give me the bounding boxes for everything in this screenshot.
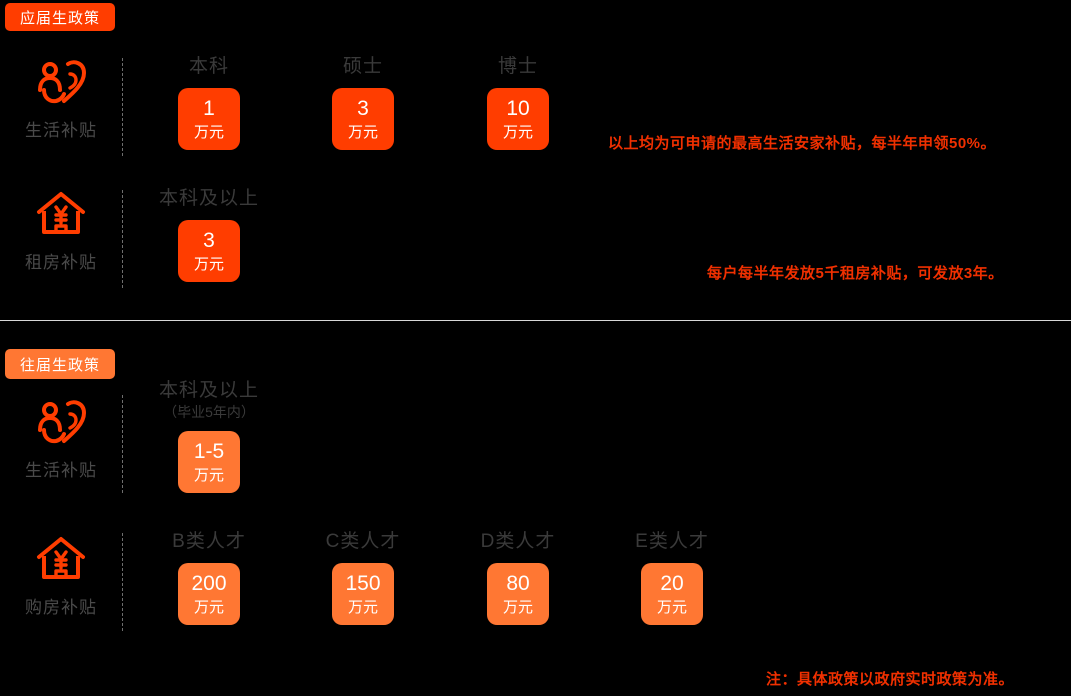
column-heading: 本科及以上 <box>158 188 259 209</box>
value-column-master: 硕士 3 万元 <box>332 56 394 150</box>
category-label: 生活补贴 <box>25 121 97 140</box>
amount-card: 80 万元 <box>487 562 549 625</box>
note-rent-subsidy: 每户每半年发放5千租房补贴，可发放3年。 <box>707 265 1004 282</box>
note-life-subsidy: 以上均为可申请的最高生活安家补贴，每半年申领50%。 <box>608 135 997 152</box>
amount-unit: 万元 <box>193 598 224 616</box>
amount-card: 150 万元 <box>332 562 394 625</box>
amount-value: 1-5 <box>193 439 225 463</box>
amount-value: 1 <box>203 96 215 120</box>
category-label: 生活补贴 <box>25 461 97 480</box>
section-badge-fresh-graduate: 应届生政策 <box>5 3 115 31</box>
amount-value: 20 <box>660 571 684 595</box>
row-divider-dashed <box>122 395 123 493</box>
value-column-doctor: 博士 10 万元 <box>487 56 549 150</box>
amount-card: 3 万元 <box>178 219 240 282</box>
column-heading: E类人才 <box>635 531 709 552</box>
category-life-subsidy-fresh: 生活补贴 <box>0 58 122 141</box>
amount-value: 3 <box>203 228 215 252</box>
amount-card: 1 万元 <box>178 87 240 150</box>
value-column-talent-b: B类人才 200 万元 <box>168 531 250 625</box>
amount-value: 150 <box>345 571 381 595</box>
amount-value: 3 <box>357 96 369 120</box>
amount-card: 3 万元 <box>332 87 394 150</box>
footer-note: 注：具体政策以政府实时政策为准。 <box>766 671 1015 688</box>
value-column-bachelor-and-above: 本科及以上 3 万元 <box>155 188 263 282</box>
column-heading: 硕士 <box>342 56 383 77</box>
house-yuan-icon <box>37 537 85 579</box>
amount-value: 80 <box>506 571 530 595</box>
row-divider-dashed <box>122 190 123 288</box>
row-divider-dashed <box>122 58 123 156</box>
amount-card: 200 万元 <box>178 562 240 625</box>
column-heading: 本科 <box>188 56 229 77</box>
amount-unit: 万元 <box>502 123 533 141</box>
value-column-talent-d: D类人才 80 万元 <box>477 531 559 625</box>
column-heading: B类人才 <box>172 531 246 552</box>
amount-value: 200 <box>191 571 227 595</box>
amount-unit: 万元 <box>656 598 687 616</box>
category-life-subsidy-alumni: 生活补贴 <box>0 398 122 481</box>
value-column-bachelor-and-above-alumni: 本科及以上 （毕业5年内） 1-5 万元 <box>153 380 265 493</box>
category-rent-subsidy: 租房补贴 <box>0 190 122 273</box>
house-yuan-icon <box>37 192 85 234</box>
column-heading: 博士 <box>497 56 538 77</box>
amount-unit: 万元 <box>347 123 378 141</box>
column-heading: D类人才 <box>480 531 556 552</box>
column-subheading: （毕业5年内） <box>163 403 255 420</box>
value-column-talent-e: E类人才 20 万元 <box>631 531 713 625</box>
amount-card: 20 万元 <box>641 562 703 625</box>
value-column-bachelor: 本科 1 万元 <box>178 56 240 150</box>
section-badge-alumni: 往届生政策 <box>5 349 115 379</box>
amount-unit: 万元 <box>193 255 224 273</box>
column-heading: 本科及以上 <box>158 380 259 401</box>
column-heading: C类人才 <box>325 531 401 552</box>
amount-value: 10 <box>506 96 530 120</box>
category-label: 购房补贴 <box>25 598 97 617</box>
section-divider <box>0 320 1071 321</box>
category-label: 租房补贴 <box>25 253 97 272</box>
amount-unit: 万元 <box>193 466 224 484</box>
amount-unit: 万元 <box>193 123 224 141</box>
people-heart-icon <box>38 60 87 104</box>
row-divider-dashed <box>122 533 123 631</box>
category-home-purchase-subsidy: 购房补贴 <box>0 535 122 618</box>
amount-card: 10 万元 <box>487 87 549 150</box>
amount-card: 1-5 万元 <box>178 430 240 493</box>
amount-unit: 万元 <box>502 598 533 616</box>
amount-unit: 万元 <box>347 598 378 616</box>
value-column-talent-c: C类人才 150 万元 <box>322 531 404 625</box>
people-heart-icon <box>38 400 87 444</box>
